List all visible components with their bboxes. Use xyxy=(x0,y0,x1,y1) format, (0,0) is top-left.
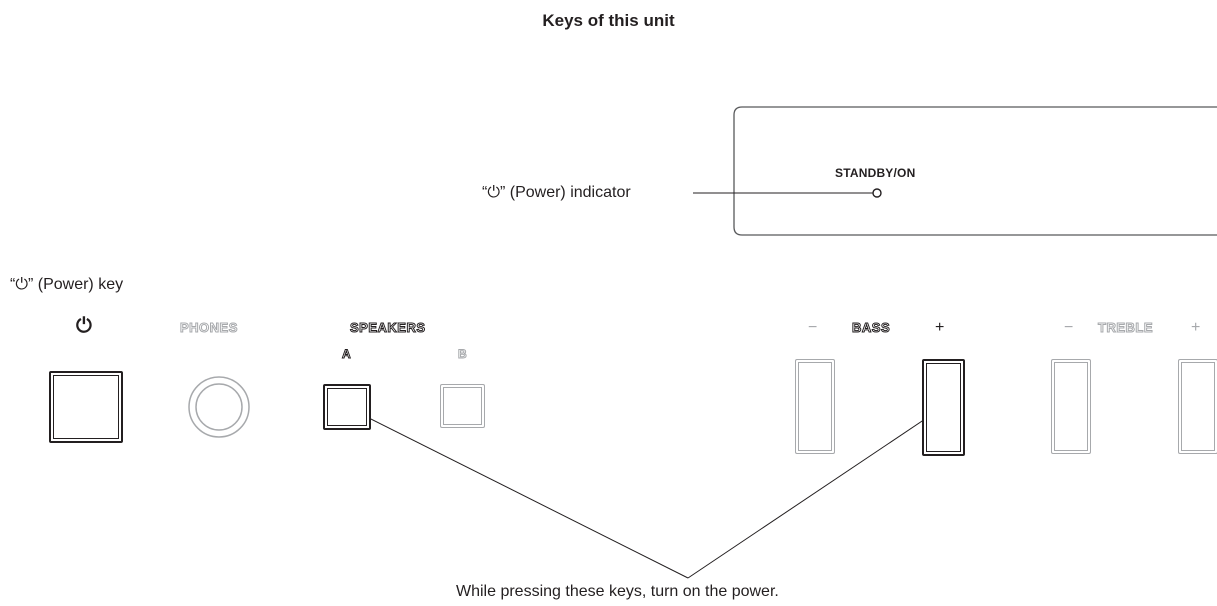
phones-label: PHONES xyxy=(180,320,238,336)
leader-line-bass-plus xyxy=(687,406,944,579)
speaker-a-label: A xyxy=(341,347,352,362)
bass-plus-sign: + xyxy=(935,319,945,336)
bass-minus-sign: − xyxy=(808,319,818,336)
standby-on-label: STANDBY/ON xyxy=(835,166,916,180)
power-icon: ⏻ xyxy=(76,315,92,337)
bottom-note: While pressing these keys, turn on the p… xyxy=(456,583,779,600)
power-key-callout: “⏻” (Power) key xyxy=(10,276,124,293)
phones-jack-inner xyxy=(195,383,243,431)
treble-label: TREBLE xyxy=(1098,320,1154,336)
speaker-b-label: B xyxy=(457,347,468,362)
standby-led xyxy=(872,188,882,198)
display-panel-outline xyxy=(733,106,1217,236)
treble-minus-sign: − xyxy=(1064,319,1074,336)
power-indicator-callout: “⏻” (Power) indicator xyxy=(482,184,631,201)
treble-plus-key[interactable] xyxy=(1178,359,1217,454)
power-key[interactable] xyxy=(49,371,123,443)
page-title: Keys of this unit xyxy=(542,11,675,30)
speaker-b-key[interactable] xyxy=(440,384,485,428)
speaker-a-key[interactable] xyxy=(323,384,371,430)
bass-minus-key[interactable] xyxy=(795,359,835,454)
treble-plus-sign: + xyxy=(1191,319,1201,336)
bass-plus-key[interactable] xyxy=(922,359,965,456)
treble-minus-key[interactable] xyxy=(1051,359,1091,454)
bass-label: BASS xyxy=(851,320,891,336)
speakers-label: SPEAKERS xyxy=(350,320,426,336)
leader-line-speaker-a xyxy=(346,406,689,579)
